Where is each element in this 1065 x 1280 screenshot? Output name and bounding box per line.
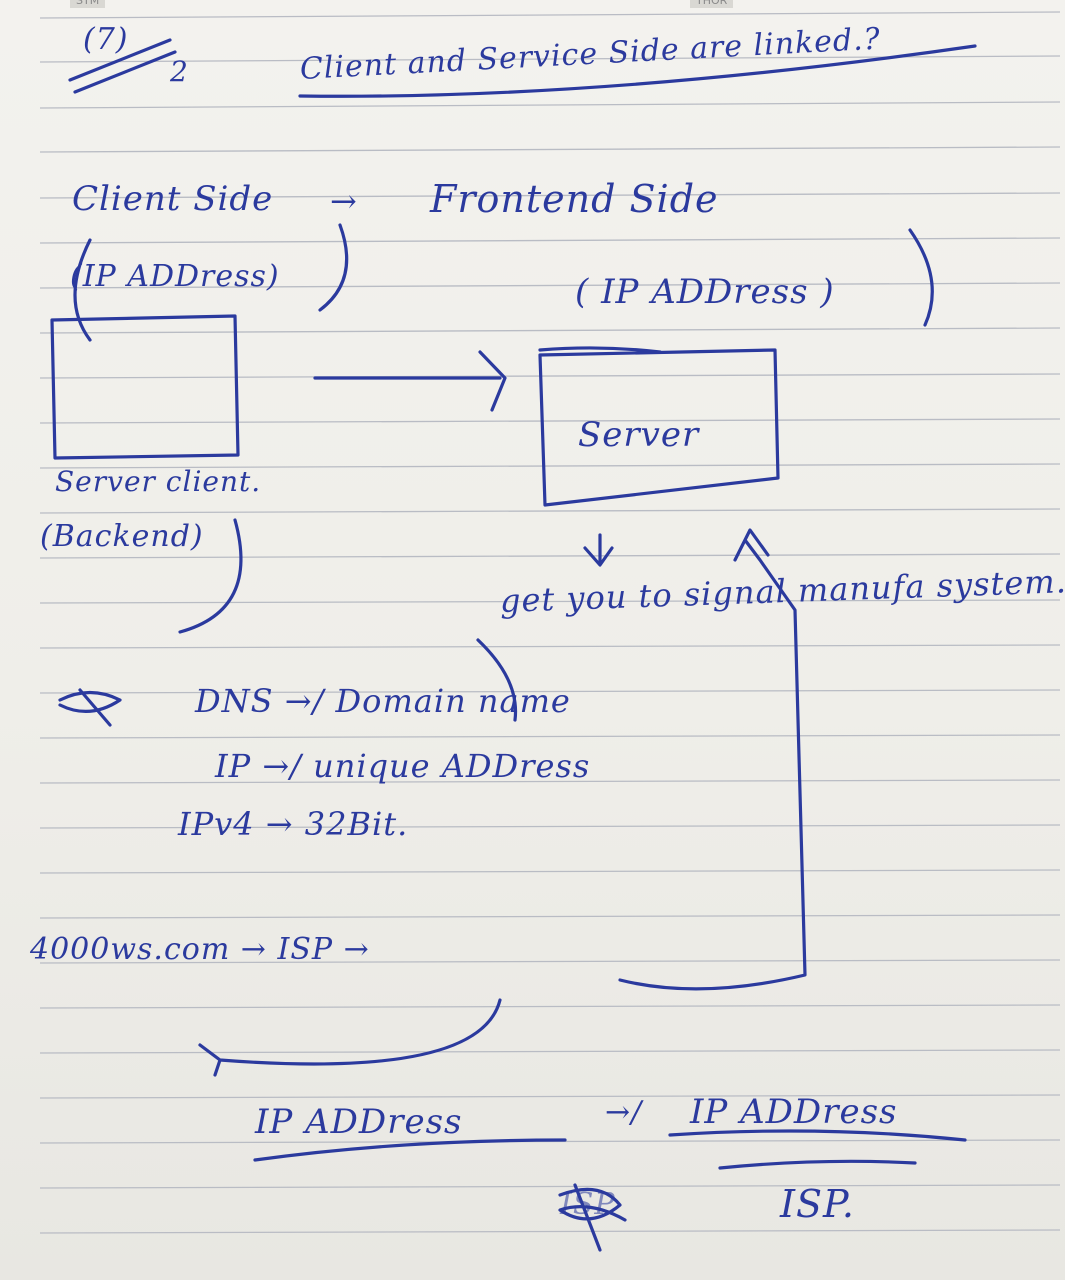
page-header-mark-left: STM [70, 0, 106, 8]
client-to-server-arrow [313, 350, 507, 412]
ip-map-arrow: →/ [605, 1095, 643, 1130]
item-number: 2 [170, 55, 189, 88]
isp-scribble-mark [558, 1183, 627, 1252]
dns-line: DNS →/ Domain name [195, 682, 571, 720]
server-box [538, 348, 780, 507]
dns-scribble-mark [58, 688, 122, 727]
backend-caption: (Backend) [40, 519, 204, 554]
server-ip-label: ( IP ADDress ) [575, 272, 835, 312]
ip-left-underline [253, 1138, 567, 1162]
ip-right-underline [668, 1129, 967, 1170]
question-number-underline [68, 38, 177, 94]
isp-label: ISP. [780, 1182, 855, 1226]
client-ip-label: (IP ADDress) [70, 259, 280, 294]
server-down-arrow [583, 533, 614, 567]
client-box-caption: Server client. [55, 465, 262, 498]
domain-line: 4000ws.com → ISP → [30, 932, 370, 967]
ip-line: IP →/ unique ADDress [215, 747, 591, 785]
ipv4-line: IPv4 → 32Bit. [178, 805, 409, 843]
title-scribble-line [298, 44, 977, 98]
ip-map-left: IP ADDress [255, 1102, 463, 1142]
backend-curve [178, 518, 243, 634]
server-ip-bracket [538, 228, 934, 354]
question-number: (7) [83, 22, 129, 57]
client-box [50, 314, 240, 460]
client-bracket-right [318, 223, 349, 312]
client-bracket-left [73, 238, 92, 342]
frontend-side-label: Frontend Side [430, 177, 719, 221]
return-loop-arrow [618, 528, 807, 991]
page-header-mark-right: THOR [690, 0, 734, 8]
server-box-text: Server [578, 415, 700, 455]
domain-curve [476, 638, 518, 722]
client-side-arrow: → [330, 182, 358, 220]
isp-to-ip-curve [198, 998, 502, 1077]
isp-scribble-text: ISP [560, 1187, 616, 1222]
ip-map-right: IP ADDress [690, 1092, 898, 1132]
client-side-label: Client Side [72, 179, 274, 219]
